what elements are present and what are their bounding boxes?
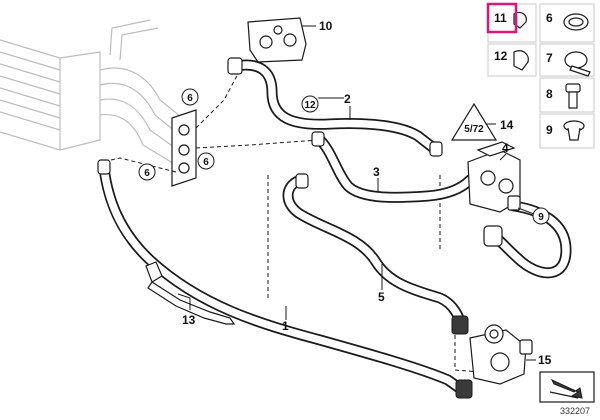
callout-12-clip: 12 — [304, 100, 316, 111]
grid-cell-7: 7 — [546, 51, 591, 77]
svg-text:7: 7 — [546, 51, 553, 65]
callout-14: 14 — [500, 118, 514, 132]
cable-tie-13 — [145, 261, 236, 325]
callout-9: 9 — [538, 212, 544, 223]
callout-15: 15 — [538, 353, 552, 367]
hose-1 — [98, 162, 468, 396]
heater-connector-block — [171, 109, 197, 187]
diagram-id: 332207 — [560, 406, 590, 416]
warning-label-text: 5/72 — [464, 124, 484, 135]
callout-10: 10 — [319, 19, 333, 33]
callout-5: 5 — [378, 290, 385, 304]
heater-core-ghost — [0, 19, 186, 166]
grid-cell-8: 8 — [546, 83, 581, 109]
water-valve-4 — [467, 141, 521, 213]
grid-cell-12: 12 — [494, 49, 529, 71]
callout-6-mid: 6 — [203, 157, 209, 168]
pump-15 — [469, 324, 533, 385]
callout-6-top: 6 — [187, 93, 193, 104]
callout-3: 3 — [373, 165, 380, 179]
bracket-10 — [247, 17, 307, 63]
parts-grid: 11 6 12 7 8 9 — [486, 2, 595, 149]
hose-2 — [230, 59, 442, 156]
warning-label-14: 5/72 — [450, 102, 498, 141]
hose-fittings — [97, 57, 503, 399]
svg-text:9: 9 — [546, 123, 553, 137]
grid-cell-9: 9 — [546, 120, 585, 141]
callout-13: 13 — [182, 313, 196, 327]
svg-text:6: 6 — [546, 11, 553, 25]
callout-1: 1 — [282, 319, 289, 333]
grid-cell-6: 6 — [546, 11, 589, 31]
callouts: 10 2 12 3 4 14 9 5 1 15 13 6 6 6 — [138, 19, 552, 367]
callout-2: 2 — [344, 92, 351, 106]
callout-6-left: 6 — [144, 168, 150, 179]
svg-text:12: 12 — [494, 49, 508, 63]
arrow-box — [539, 371, 595, 403]
highlight-box-11 — [486, 2, 518, 34]
svg-text:8: 8 — [546, 87, 553, 101]
leader-lines — [177, 25, 536, 361]
hose-3 — [312, 132, 476, 203]
svg-text:11: 11 — [494, 11, 507, 25]
hose-5 — [282, 174, 572, 334]
callout-4: 4 — [502, 141, 509, 155]
